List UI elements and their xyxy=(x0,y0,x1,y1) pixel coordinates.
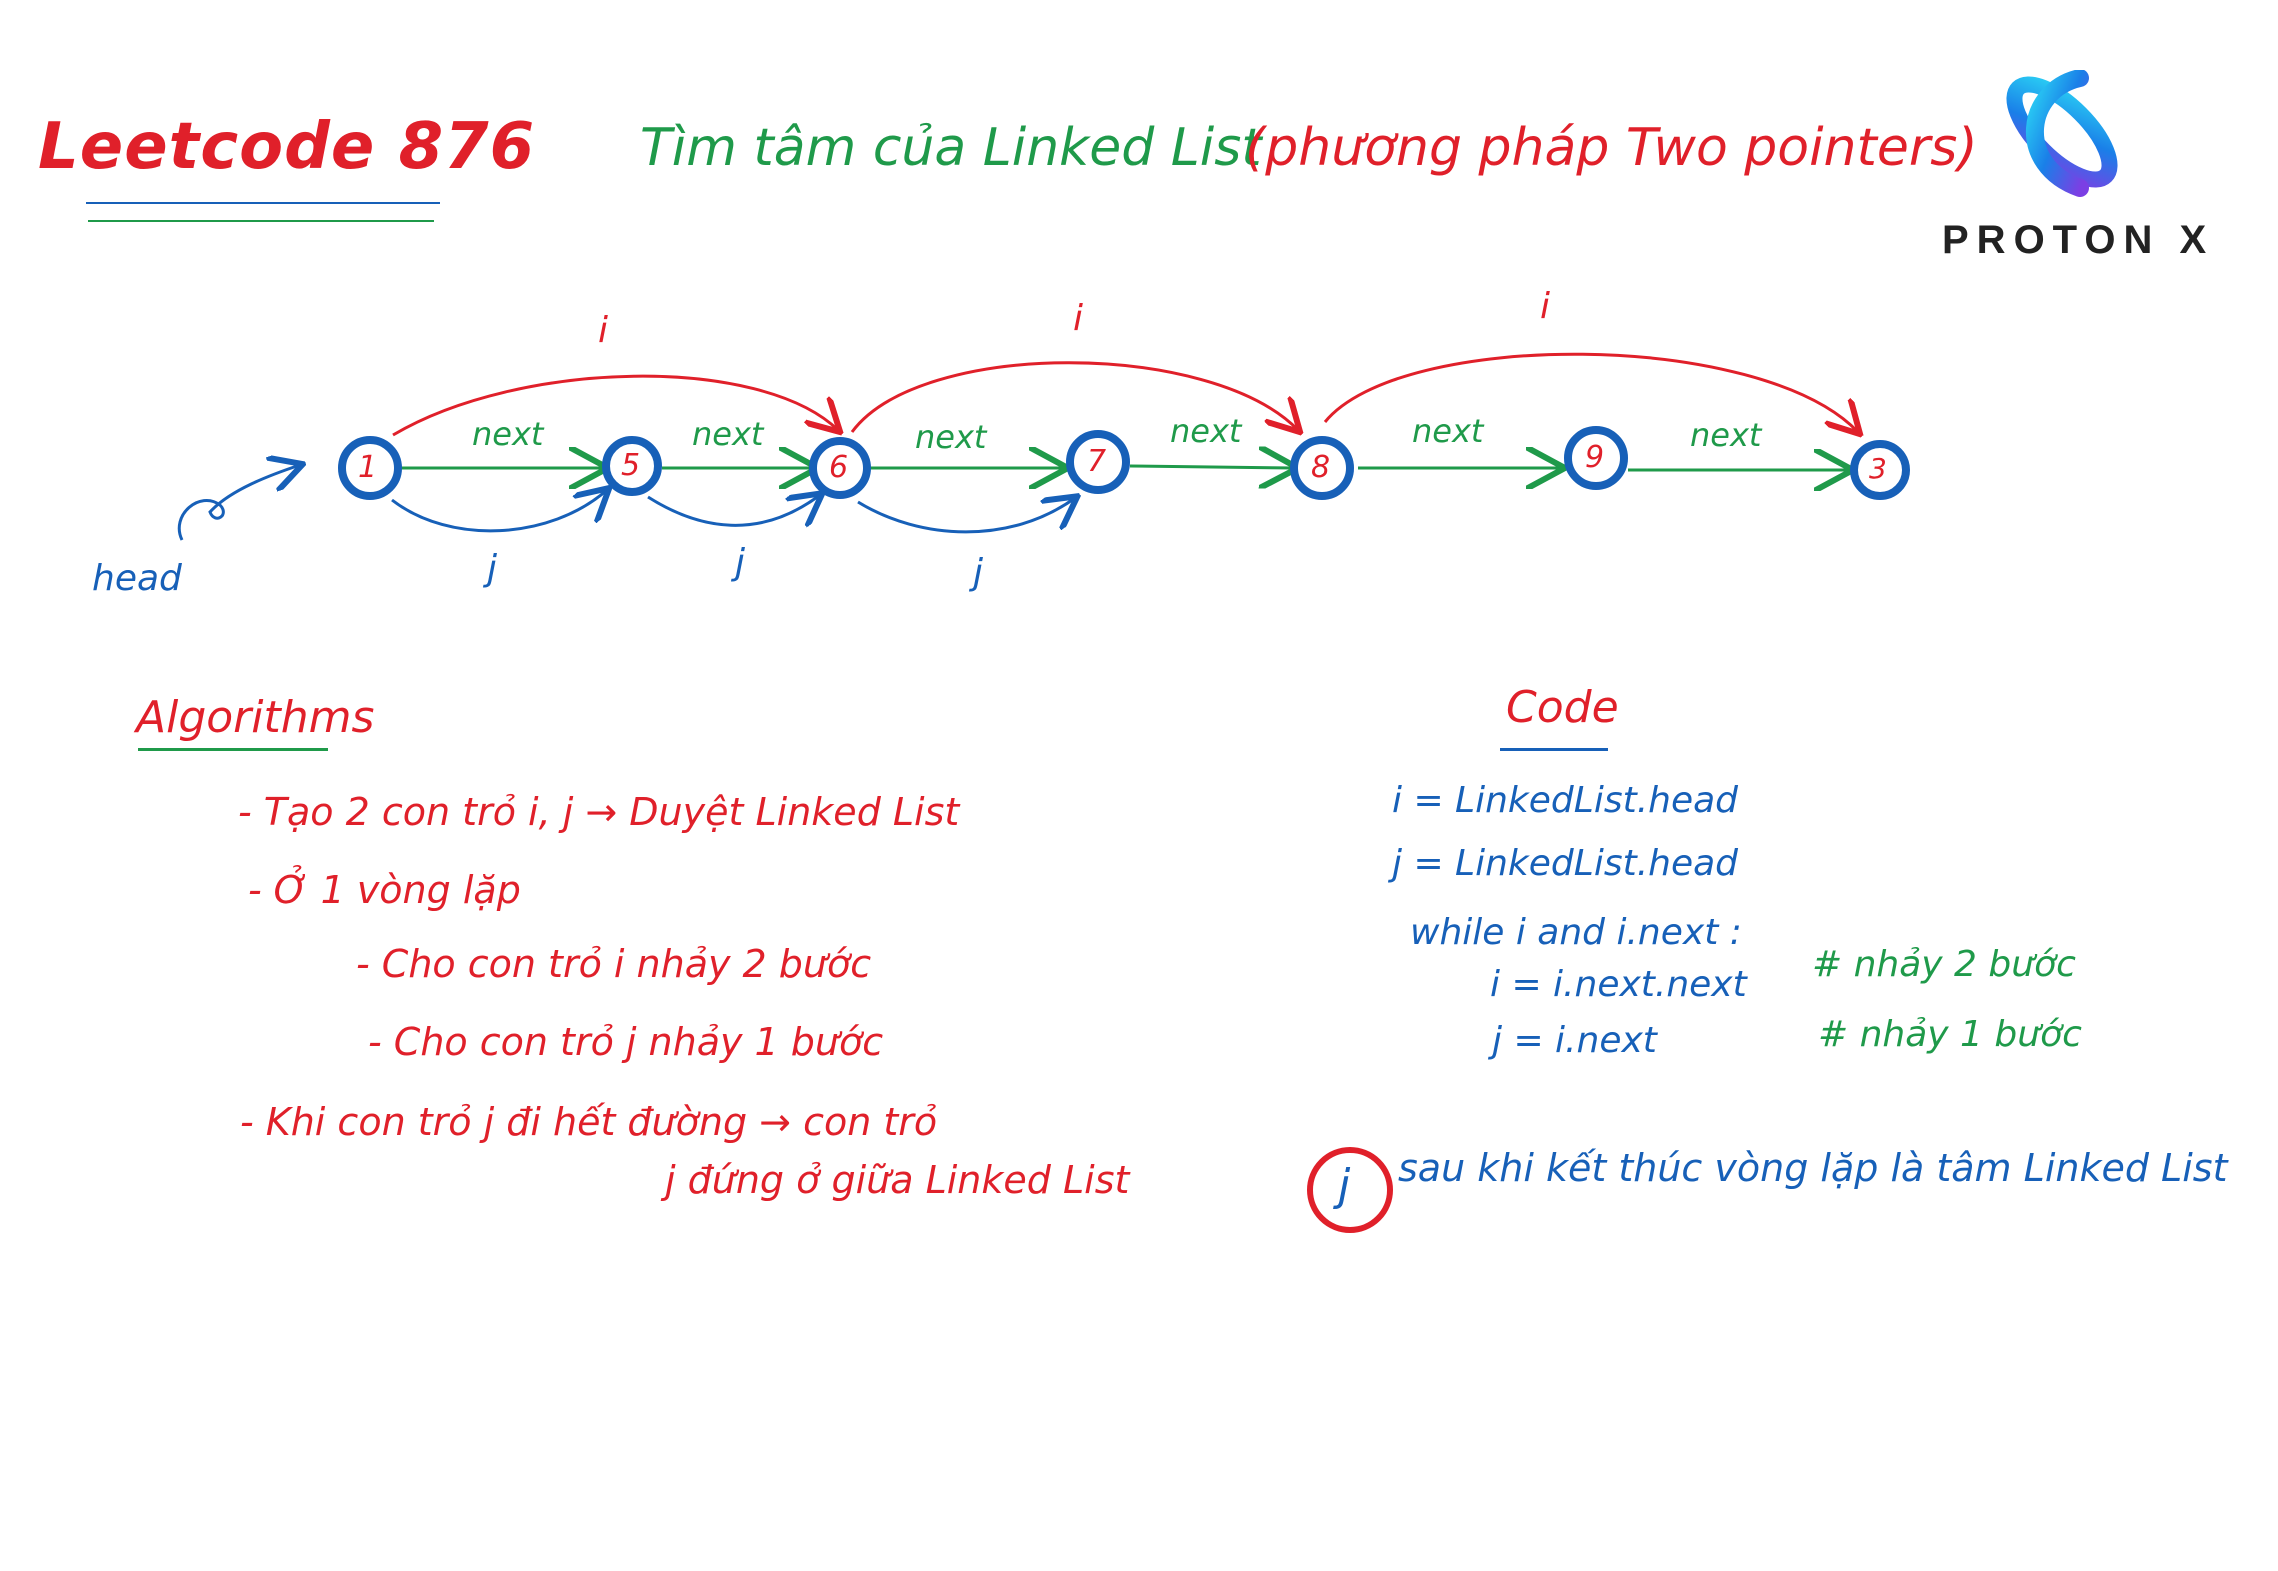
j-label: j xyxy=(735,542,746,583)
node-circle xyxy=(338,436,402,500)
i-label: i xyxy=(1540,286,1551,327)
algorithm-step: - Cho con trỏ j nhảy 1 bước xyxy=(368,1020,884,1064)
code-line: i = i.next.next xyxy=(1490,964,1747,1005)
algorithm-step: - Tạo 2 con trỏ i, j → Duyệt Linked List xyxy=(238,790,960,834)
next-label: next xyxy=(1170,412,1242,450)
conclusion-text: sau khi kết thúc vòng lặp là tâm Linked … xyxy=(1398,1146,2228,1190)
i-arc xyxy=(392,374,838,435)
node-circles xyxy=(338,426,1910,500)
algorithm-step: - Ở 1 vòng lặp xyxy=(248,868,521,912)
code-line: i = LinkedList.head xyxy=(1392,780,1739,821)
head-arrow xyxy=(177,465,300,541)
node-label: 3 xyxy=(1869,452,1887,485)
j-arc xyxy=(857,498,1075,534)
j-arcs xyxy=(391,490,1075,534)
algorithms-underline xyxy=(138,748,328,751)
j-label: j xyxy=(487,548,498,589)
i-label: i xyxy=(1073,298,1084,339)
node-circle xyxy=(1066,430,1130,494)
page-title: Leetcode 876 xyxy=(38,110,536,184)
node-label: 1 xyxy=(358,450,378,485)
code-line: while i and i.next : xyxy=(1410,912,1742,953)
j-arc xyxy=(647,495,820,525)
node-label: 9 xyxy=(1585,440,1605,475)
j-label: j xyxy=(973,552,984,593)
algorithms-heading: Algorithms xyxy=(136,692,375,743)
logo-text: PROTON X xyxy=(1942,218,2215,262)
proton-x-logo: PROTON X xyxy=(1930,69,2206,270)
node-label: 7 xyxy=(1087,444,1107,479)
next-label: next xyxy=(692,415,764,453)
circled-j-ring xyxy=(1307,1147,1393,1233)
j-arc xyxy=(391,490,607,533)
code-line: j = i.next xyxy=(1492,1020,1657,1061)
circled-j-label: j xyxy=(1338,1160,1351,1211)
node-label: 5 xyxy=(621,448,641,483)
i-label: i xyxy=(598,310,609,351)
code-heading: Code xyxy=(1506,682,1619,733)
algorithm-step: - Cho con trỏ i nhảy 2 bước xyxy=(356,942,872,986)
subtitle-green: Tìm tâm của Linked List xyxy=(640,118,1262,178)
node-circle xyxy=(809,437,871,499)
i-arcs xyxy=(392,352,1858,435)
code-comment: # nhảy 1 bước xyxy=(1818,1014,2082,1055)
next-edge xyxy=(1129,466,1295,468)
node-circle xyxy=(1564,426,1628,490)
algorithm-step: j đứng ở giữa Linked List xyxy=(665,1158,1130,1202)
node-circle xyxy=(1290,436,1354,500)
code-line: j = LinkedList.head xyxy=(1392,843,1739,884)
algorithm-step: - Khi con trỏ j đi hết đường → con trỏ xyxy=(240,1100,938,1144)
code-underline xyxy=(1500,748,1608,751)
next-edges xyxy=(400,466,1850,470)
subtitle-red: (phương pháp Two pointers) xyxy=(1245,118,1978,178)
next-label: next xyxy=(915,418,987,456)
node-label: 6 xyxy=(829,450,849,485)
code-comment: # nhảy 2 bước xyxy=(1812,944,2076,985)
node-label: 8 xyxy=(1311,450,1331,485)
node-circle xyxy=(602,436,662,496)
proton-x-logo-icon xyxy=(2006,69,2118,197)
i-arc xyxy=(1323,352,1858,432)
i-arc xyxy=(850,361,1298,432)
head-label: head xyxy=(92,558,182,599)
next-label: next xyxy=(1690,416,1762,454)
next-label: next xyxy=(472,415,544,453)
node-circle xyxy=(1850,440,1910,500)
next-label: next xyxy=(1412,412,1484,450)
